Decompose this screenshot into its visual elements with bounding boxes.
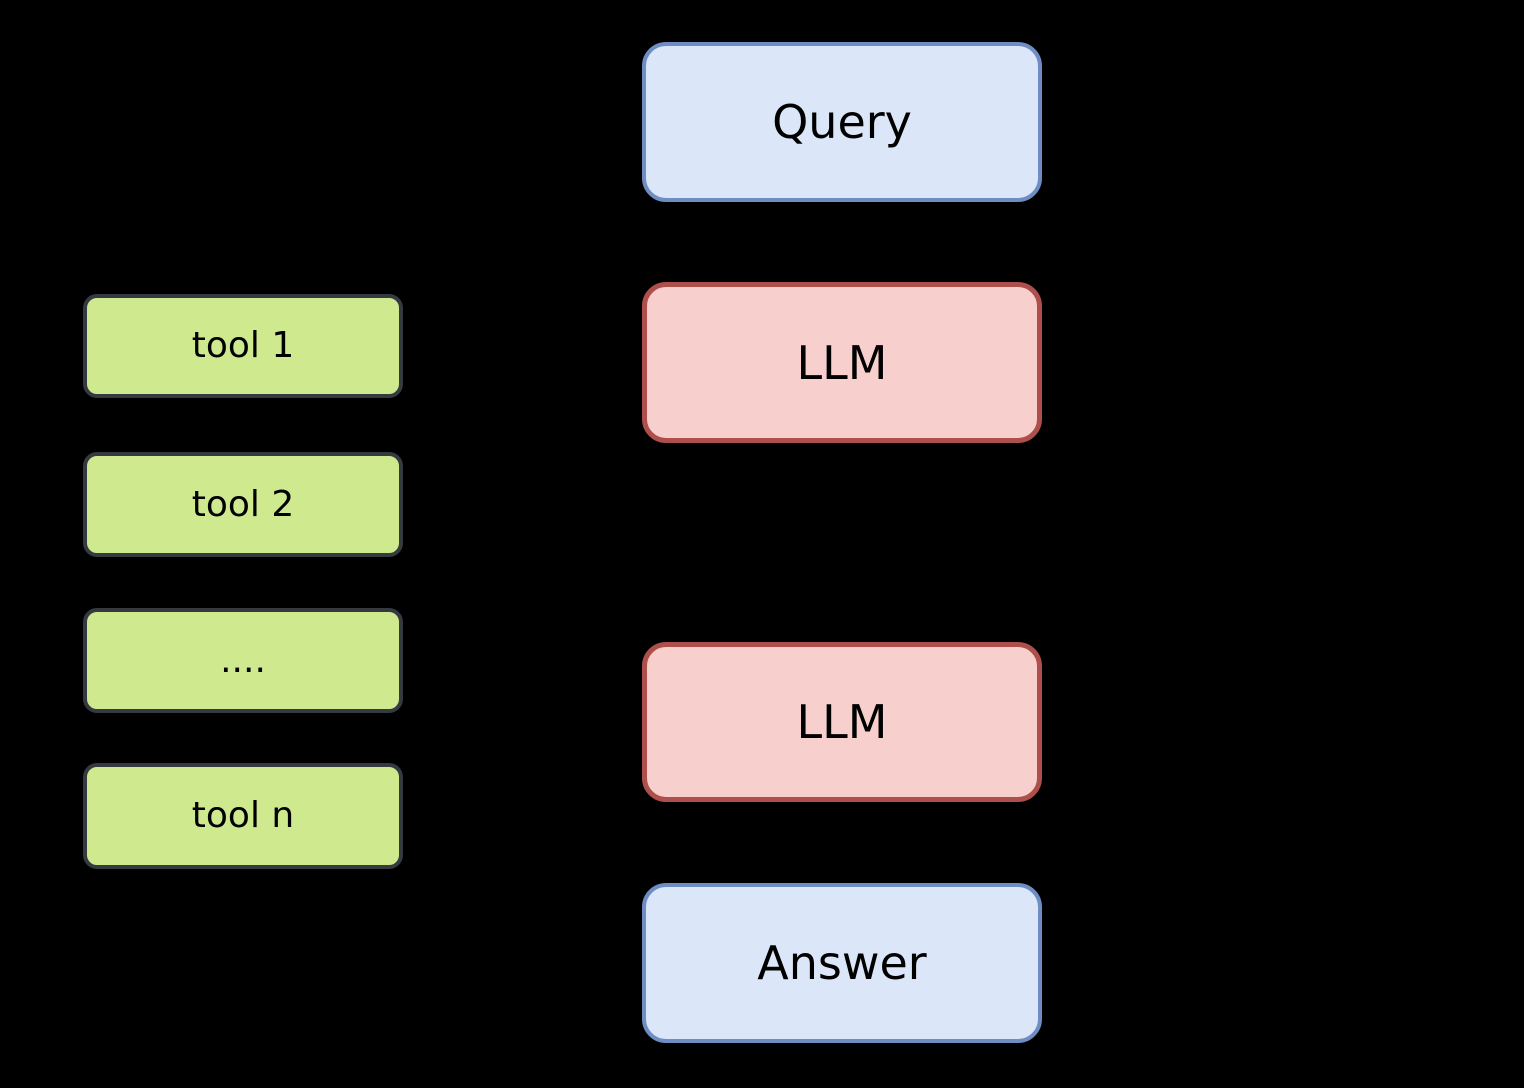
node-tool-n: tool n [83, 763, 403, 869]
node-tool-n-label: tool n [191, 795, 295, 836]
node-tool-ellipsis-label: .... [220, 639, 266, 681]
node-tool-1-label: tool 1 [191, 325, 295, 366]
node-answer: Answer [642, 883, 1042, 1043]
node-tool-1: tool 1 [83, 294, 403, 398]
node-llm-bottom-label: LLM [796, 695, 888, 749]
node-answer-label: Answer [757, 936, 927, 990]
node-llm-top: LLM [642, 282, 1042, 443]
node-llm-bottom: LLM [642, 642, 1042, 802]
node-tool-2: tool 2 [83, 452, 403, 557]
node-query: Query [642, 42, 1042, 202]
node-query-label: Query [772, 95, 912, 149]
node-llm-top-label: LLM [796, 335, 888, 390]
node-tool-ellipsis: .... [83, 608, 403, 713]
node-tool-2-label: tool 2 [191, 483, 295, 525]
